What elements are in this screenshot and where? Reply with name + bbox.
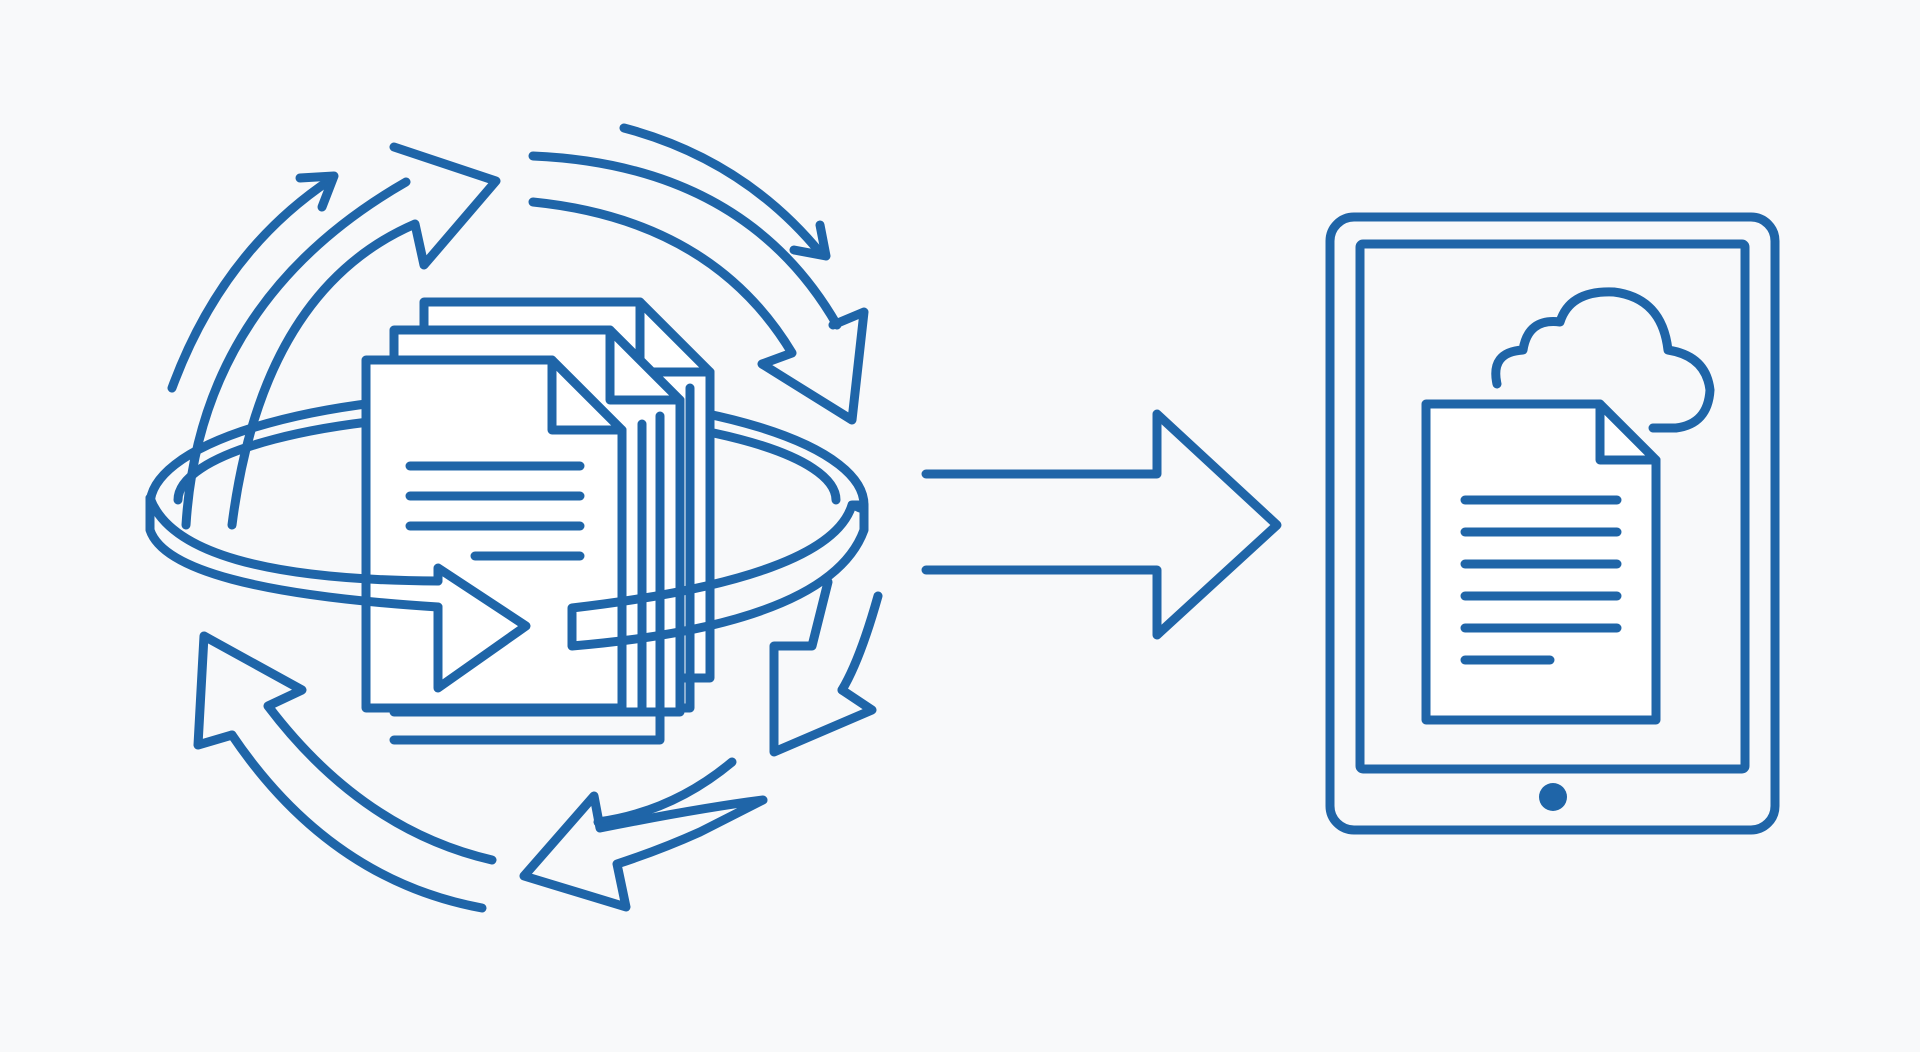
sync-arrows-ring bbox=[167, 123, 883, 913]
orbit-ring-front bbox=[145, 493, 869, 693]
tablet-screen bbox=[1355, 239, 1750, 774]
arrowhead-upper-left-small bbox=[295, 171, 339, 212]
arc-bottom-right-1 bbox=[593, 757, 737, 827]
ring-arrowhead bbox=[433, 563, 531, 693]
arc-upper-left-inner bbox=[181, 177, 411, 530]
arc-top-outer bbox=[619, 123, 827, 260]
ring-tail bbox=[567, 500, 869, 651]
document-stack bbox=[361, 297, 715, 745]
arc-bottom-left-outer bbox=[227, 730, 487, 913]
cloud-icon bbox=[1491, 287, 1715, 433]
home-button bbox=[1539, 783, 1567, 811]
arrowhead-lower-left bbox=[193, 631, 497, 865]
arrowhead-lower-right bbox=[769, 577, 877, 757]
arc-upper-left-outer bbox=[167, 175, 335, 393]
document-front bbox=[361, 355, 647, 717]
arc-top-inner-1 bbox=[528, 151, 842, 330]
arrowhead-top-large bbox=[227, 142, 501, 530]
right-arrow-icon bbox=[921, 409, 1282, 640]
arrowhead-right-large bbox=[528, 197, 869, 425]
tablet-cloud-document-icon bbox=[1325, 212, 1780, 835]
arc-lower-right-outer bbox=[837, 591, 883, 695]
arrowhead-top-right-small bbox=[789, 220, 831, 261]
screen-document bbox=[1421, 399, 1661, 725]
rotating-document-stack-icon bbox=[145, 123, 883, 913]
tablet-frame bbox=[1325, 212, 1780, 835]
arrowhead-bottom bbox=[519, 791, 768, 912]
